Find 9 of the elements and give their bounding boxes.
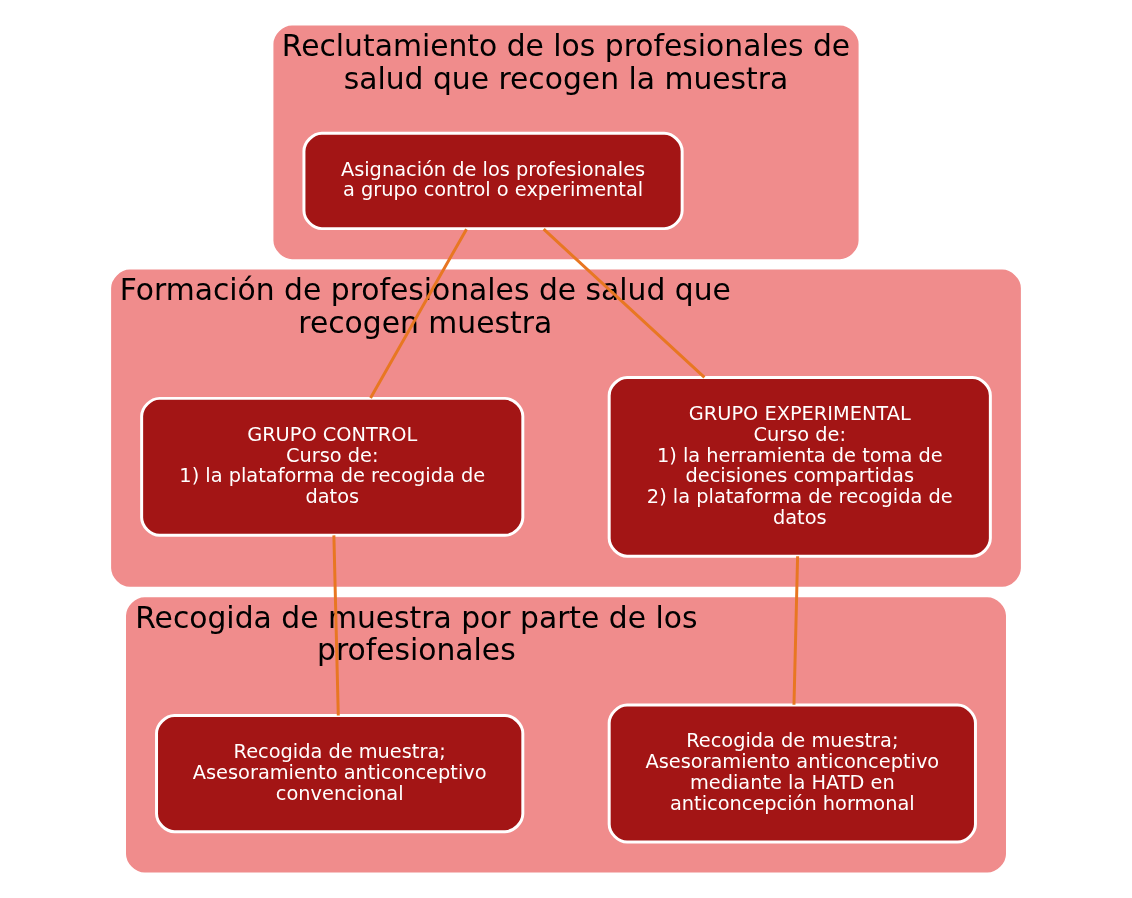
node-box: GRUPO CONTROL Curso de: 1) la plataforma de recogida de datos (140, 396, 525, 537)
node-box: GRUPO EXPERIMENTAL Curso de: 1) la herramienta de toma de decisiones compartidas 2) la plataforma de recogida de datos (607, 376, 992, 558)
node-box: Recogida de muestra; Asesoramiento anticonceptivo mediante la HATD en anticoncepción hormonal (607, 703, 977, 844)
connector (332, 535, 340, 716)
node-box: Asignación de los profesionales a grupo control o experimental (302, 131, 684, 231)
connector (542, 228, 706, 379)
connector (369, 228, 468, 399)
node-box: Recogida de muestra; Asesoramiento anticonceptivo convencional (155, 714, 525, 834)
connector (792, 556, 800, 705)
